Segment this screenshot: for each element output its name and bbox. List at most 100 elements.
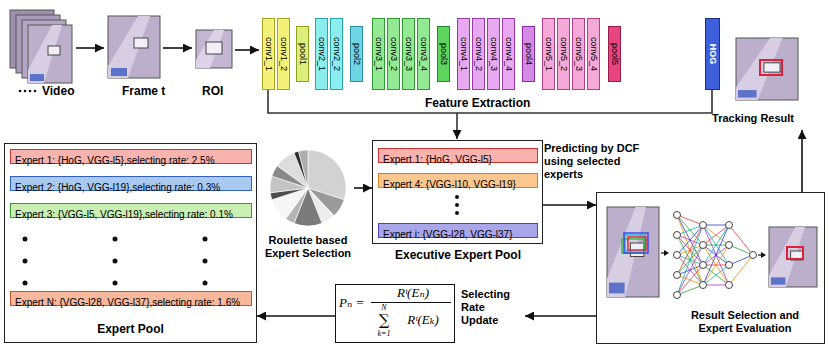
ellipsis-dot (23, 259, 28, 264)
candidate-image (607, 207, 659, 297)
hog-feature-box: HOG (705, 18, 720, 90)
expert-text: Expert N: {VGG-l28, VGG-l37},selecting r… (11, 296, 244, 309)
candidate-image (622, 239, 644, 253)
expert-text: Expert 1: {HoG, VGG-l5},selecting rate: … (11, 154, 219, 167)
expert-entry: Expert 1: {HoG, VGG-l5} (378, 148, 538, 163)
flow-arrow (354, 187, 372, 189)
candidate-image (607, 207, 659, 297)
formula-frame (336, 285, 455, 343)
layer-name: conv3_2 (389, 37, 399, 71)
formula-part: Rᵗ(Eₙ) (373, 285, 453, 300)
ellipsis-dot (23, 237, 28, 242)
layer-name: pool1 (298, 43, 308, 65)
ellipsis-dot (113, 259, 118, 264)
layer-name: conv1_1 (264, 37, 274, 71)
ellipsis-dot (455, 211, 459, 215)
expert-text: Expert 1: {HoG, VGG-l5} (379, 153, 496, 166)
selected-image (769, 227, 817, 287)
candidate-image (607, 207, 646, 297)
layer-name: conv5_2 (559, 37, 569, 71)
evaluation-graph (674, 212, 757, 299)
pooling-layer: pool5 (608, 26, 621, 82)
caption-label: Feature Extraction (425, 96, 530, 110)
caption-label: Frame t (122, 84, 165, 98)
video-frames (30, 74, 44, 81)
frame-image (108, 16, 150, 78)
expert-entry: Expert 1: {HoG, VGG-l5},selecting rate: … (10, 149, 252, 164)
evaluation-graph (677, 225, 703, 275)
conv-layer: conv1_2 (277, 18, 290, 90)
ellipsis-dot (113, 281, 118, 286)
expert-entry: Expert 4: {VGG-l10, VGG-l19} (378, 173, 538, 188)
evaluation-graph (703, 225, 729, 285)
layer-name: conv5_3 (574, 37, 584, 71)
evaluation-graph (703, 265, 729, 285)
flow-arrow (664, 250, 669, 256)
candidate-image (624, 233, 648, 253)
expert-text: Expert 2: {HoG, VGG-l19},selecting rate:… (11, 181, 224, 194)
evaluation-graph (700, 242, 707, 249)
conv-layer: conv2_2 (330, 18, 343, 90)
tracking-image (760, 60, 782, 75)
expert-text: Expert 4: {VGG-l10, VGG-l19} (379, 178, 520, 191)
conv-layer: conv5_4 (587, 18, 600, 90)
layer-name: conv3_1 (374, 37, 384, 71)
evaluation-graph (674, 212, 681, 219)
evaluation-graph (674, 292, 681, 299)
layer-name: pool3 (439, 43, 449, 65)
pooling-layer: pool1 (296, 26, 309, 82)
frame-image (108, 16, 160, 78)
flow-arrow (257, 315, 335, 317)
expert-entry: Expert N: {VGG-l28, VGG-l37},selecting r… (10, 291, 252, 306)
tracking-image (764, 63, 780, 72)
evaluation-graph (703, 225, 729, 285)
pooling-layer: pool2 (350, 26, 363, 82)
pool-title: Expert Pool (5, 322, 256, 336)
caption-label: ROI (202, 84, 223, 98)
formula-part: ∑ (375, 313, 393, 328)
flow-arrow (801, 130, 803, 192)
conv-layer: conv1_1 (262, 18, 275, 90)
rate-formula: Pₙ =Rᵗ(Eₙ)∑Nk=1Rᵗ(Eₖ)Selecting Rate Upda… (335, 284, 525, 344)
box-title: Result Selection and Expert Evaluation (675, 309, 815, 335)
frame-image (108, 16, 160, 78)
selected-image (787, 247, 803, 259)
layer-name: conv5_4 (589, 37, 599, 71)
conv-layer: conv3_1 (372, 18, 385, 90)
pool-title: Executive Expert Pool (363, 248, 553, 262)
conv-layer: conv3_3 (402, 18, 415, 90)
flow-arrow (525, 315, 596, 317)
result-selection-box: Result Selection and Expert Evaluation (596, 192, 825, 344)
flow-arrow (543, 204, 596, 206)
candidate-image (625, 235, 645, 251)
evaluation-graph (677, 245, 703, 295)
ellipsis-dot (203, 237, 208, 242)
feature-bracket (456, 113, 458, 139)
candidate-image (609, 283, 625, 294)
video-frames (28, 25, 72, 83)
layer-name: conv4_3 (489, 37, 499, 71)
layer-name: conv2_1 (317, 37, 327, 71)
conv-layer: conv2_1 (315, 18, 328, 90)
conv-layer: conv5_2 (557, 18, 570, 90)
evaluation-graph (750, 252, 757, 259)
video-frames (28, 25, 62, 83)
ellipsis-dot (113, 237, 118, 242)
ellipsis-dot (203, 259, 208, 264)
node-illustration (262, 146, 354, 232)
conv-layer: conv5_3 (572, 18, 585, 90)
video-frames (19, 90, 22, 93)
expert-entry: Expert i: {VGG-l28, VGG-l37} (378, 223, 538, 238)
layer-name: conv3_4 (419, 37, 429, 71)
roi-image (196, 30, 224, 68)
feature-bracket (268, 90, 712, 139)
ellipsis-dot (23, 281, 28, 286)
formula-part: N (375, 304, 393, 312)
layer-name: pool5 (610, 43, 620, 65)
flow-arrow (76, 48, 259, 50)
layer-name: conv1_2 (279, 37, 289, 71)
evaluation-graph (700, 222, 707, 229)
tracking-image (736, 38, 798, 100)
result-label: Tracking Result (702, 112, 794, 125)
